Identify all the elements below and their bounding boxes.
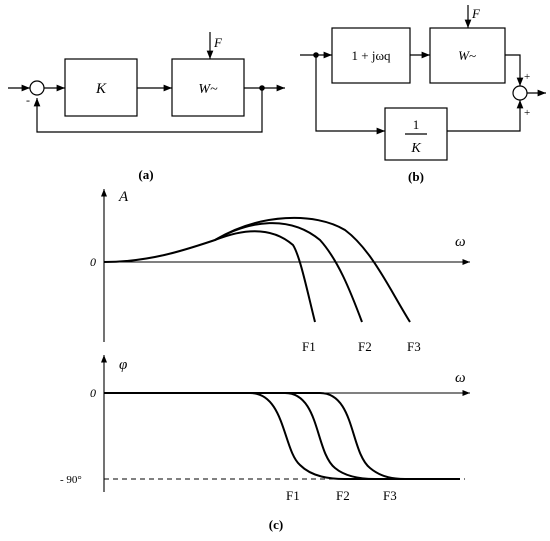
phase-label-f3: F3 — [383, 488, 397, 503]
phase-label-f2: F2 — [336, 488, 350, 503]
phase-x-label: ω — [455, 370, 466, 386]
plus-sign-top: + — [524, 71, 530, 83]
block-lead-label: 1 + jωq — [352, 48, 392, 63]
amplitude-plot — [100, 189, 470, 342]
block-inverse-k — [384, 107, 448, 161]
phase-curve-f3 — [285, 392, 406, 480]
amplitude-curve-f1 — [103, 230, 316, 323]
disturbance-label-a: F — [213, 35, 223, 50]
amplitude-label-f1: F1 — [302, 339, 316, 354]
caption-c: (c) — [269, 517, 283, 532]
summing-junction-b — [512, 85, 528, 101]
diagram-b — [300, 5, 546, 161]
phase-label-f1: F1 — [286, 488, 300, 503]
connector-inverse-to-sum — [447, 100, 524, 132]
amplitude-curve-f2 — [214, 222, 363, 323]
plus-sign-bottom: + — [524, 107, 530, 119]
amplitude-x-label: ω — [455, 234, 466, 250]
phase-curve-f1 — [104, 392, 460, 480]
disturbance-label-b: F — [471, 6, 481, 21]
feedback-path-a — [33, 88, 263, 133]
phase-zero-tick: 0 — [90, 386, 96, 400]
caption-b: (b) — [408, 169, 424, 184]
amplitude-curve-f3 — [214, 216, 411, 323]
amplitude-label-f2: F2 — [358, 339, 372, 354]
amplitude-label-f3: F3 — [407, 339, 421, 354]
caption-a: (a) — [138, 167, 153, 182]
minus-sign-a: - — [26, 93, 30, 107]
phase-minus90-tick: - 90° — [60, 474, 82, 486]
phase-plot — [100, 355, 470, 492]
inverse-numerator: 1 — [413, 117, 420, 132]
phase-y-label: φ — [119, 357, 127, 373]
inverse-denominator: K — [410, 141, 421, 156]
block-w-label-a: W~ — [198, 82, 218, 97]
connector-to-inverse — [315, 55, 385, 135]
connector-w-to-sum — [505, 54, 524, 86]
amplitude-y-label: A — [118, 189, 129, 205]
diagram-a — [8, 32, 285, 133]
amplitude-zero-tick: 0 — [90, 255, 96, 269]
block-w-label-b: W~ — [458, 48, 476, 63]
block-k-label: K — [95, 81, 107, 97]
phase-curve-f2 — [250, 392, 376, 480]
summing-junction-a — [29, 80, 45, 96]
